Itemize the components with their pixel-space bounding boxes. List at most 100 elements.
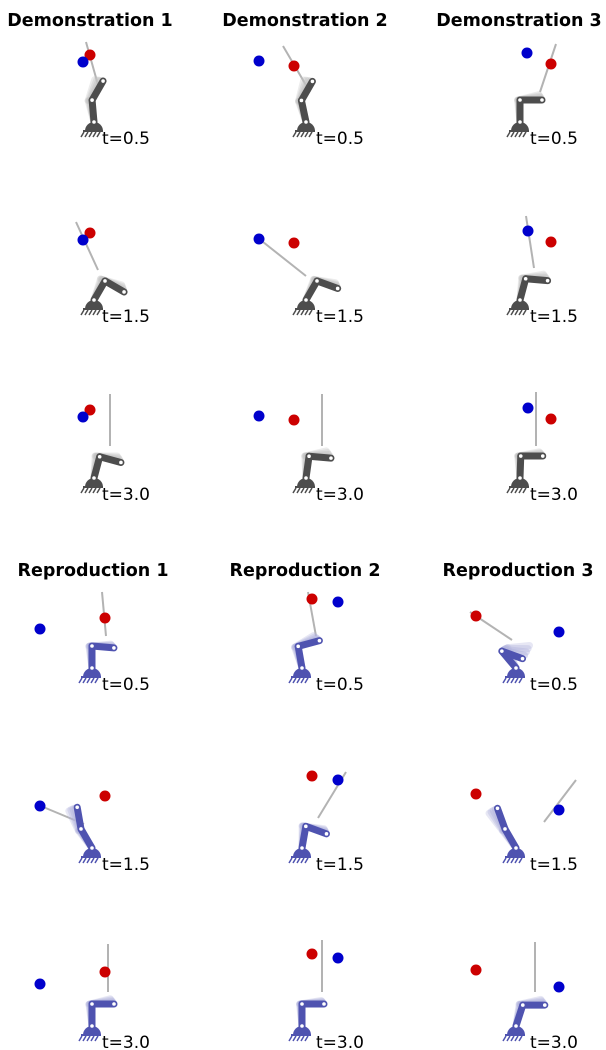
- hatch-mark: [296, 1035, 301, 1042]
- time-label: t=0.5: [530, 129, 578, 149]
- hatch-mark: [92, 487, 97, 494]
- arm-joint-1: [503, 827, 507, 831]
- hatch-mark: [292, 677, 297, 684]
- arm-joint-2: [520, 656, 525, 661]
- hatch-mark: [292, 487, 297, 494]
- robot-arm: [80, 275, 128, 316]
- arm-base-mount: [511, 478, 529, 487]
- hatch-mark: [304, 131, 309, 138]
- ghost-arm-link-2: [84, 76, 99, 105]
- hatch-mark: [514, 1035, 519, 1042]
- arm-link-1: [294, 642, 306, 672]
- arm-joint-1: [299, 98, 304, 103]
- robot-arm: [288, 822, 330, 864]
- hatch-mark: [84, 131, 89, 138]
- hatch-mark: [88, 487, 93, 494]
- arm-joint-2: [324, 832, 329, 836]
- demo-row-3: t=3.0 t=3.0 t=3.0: [77, 392, 578, 505]
- hatch-mark: [78, 1035, 83, 1042]
- hatch-mark: [308, 131, 313, 138]
- reproduction-titles: Reproduction 1 Reproduction 2 Reproducti…: [18, 561, 594, 581]
- hatch-mark: [86, 677, 91, 684]
- time-label: t=3.0: [530, 485, 578, 505]
- target-blue: [253, 233, 265, 245]
- arm-joint-0: [514, 1024, 518, 1028]
- repro-panel-1-3: t=0.5: [469, 610, 578, 695]
- hatch-mark: [304, 677, 309, 684]
- arm-joint-1: [523, 276, 528, 281]
- arm-joint-1: [307, 454, 311, 459]
- arm-base-mount: [83, 848, 101, 857]
- arm-link-2: [313, 277, 342, 292]
- arm-joint-0: [300, 666, 304, 670]
- hatch-mark: [84, 487, 89, 494]
- arm-joint-2: [122, 290, 126, 294]
- hatch-mark: [506, 857, 511, 864]
- arm-joint-1: [90, 644, 94, 648]
- hatch-mark: [296, 131, 301, 138]
- arm-link-2: [88, 642, 118, 652]
- arm-link-2: [294, 637, 323, 650]
- demo-panel-1-1: t=0.5: [77, 41, 150, 149]
- arm-base-hatch: [288, 1035, 309, 1042]
- arm-base-hatch: [80, 309, 101, 316]
- time-label: t=3.0: [530, 1033, 578, 1050]
- hatch-mark: [82, 677, 87, 684]
- title-demonstration-1: Demonstration 1: [7, 11, 172, 31]
- hatch-mark: [296, 487, 301, 494]
- arm-link-2: [493, 804, 509, 833]
- arm-base-hatch: [78, 857, 99, 864]
- arm-link-2: [101, 277, 128, 296]
- hatch-mark: [518, 677, 523, 684]
- ghost-arm-link-2: [485, 809, 506, 835]
- hatch-mark: [92, 309, 97, 316]
- hatch-mark: [506, 677, 511, 684]
- arm-joint-0: [514, 666, 518, 670]
- arm-base-mount: [85, 300, 103, 309]
- time-label: t=0.5: [102, 129, 150, 149]
- target-blue: [522, 402, 534, 414]
- arm-link-2: [297, 77, 316, 104]
- arm-joint-0: [514, 846, 518, 850]
- demo-panel-3-2: t=3.0: [253, 394, 364, 505]
- arm-base-hatch: [80, 131, 101, 138]
- arm-joint-2: [540, 98, 544, 102]
- robot-arm: [80, 452, 125, 494]
- repro-panel-2-2: t=1.5: [288, 770, 364, 875]
- robot-arm: [506, 270, 552, 316]
- arm-base-hatch: [506, 309, 527, 316]
- arm-link-1: [516, 275, 530, 304]
- robot-arm: [78, 995, 118, 1042]
- arm-joint-1: [90, 98, 94, 102]
- repro-panel-2-3: t=1.5: [470, 779, 578, 875]
- robot-arm: [498, 642, 534, 684]
- reach-line: [257, 237, 307, 277]
- arm-base-mount: [293, 668, 311, 677]
- hatch-mark: [514, 857, 519, 864]
- time-label: t=0.5: [316, 129, 364, 149]
- hatch-mark: [90, 677, 95, 684]
- hatch-mark: [80, 131, 85, 138]
- target-red: [306, 770, 318, 782]
- repro-panel-1-2: t=0.5: [288, 591, 364, 695]
- arm-base-mount: [297, 478, 315, 487]
- target-blue: [77, 234, 89, 246]
- hatch-mark: [94, 677, 99, 684]
- arm-joint-0: [90, 1024, 94, 1028]
- arm-base-mount: [83, 1026, 101, 1035]
- arm-base-hatch: [78, 1035, 99, 1042]
- hatch-mark: [510, 1035, 515, 1042]
- arm-joint-2: [112, 646, 116, 650]
- hatch-mark: [304, 857, 309, 864]
- arm-joint-0: [518, 120, 522, 124]
- time-label: t=1.5: [316, 855, 364, 875]
- target-blue: [332, 774, 344, 786]
- arm-base-hatch: [502, 857, 523, 864]
- hatch-mark: [86, 857, 91, 864]
- robot-arm: [288, 996, 328, 1042]
- hatch-mark: [80, 487, 85, 494]
- hatch-mark: [94, 857, 99, 864]
- arm-link-1: [501, 825, 520, 852]
- hatch-mark: [510, 309, 515, 316]
- hatch-mark: [506, 309, 511, 316]
